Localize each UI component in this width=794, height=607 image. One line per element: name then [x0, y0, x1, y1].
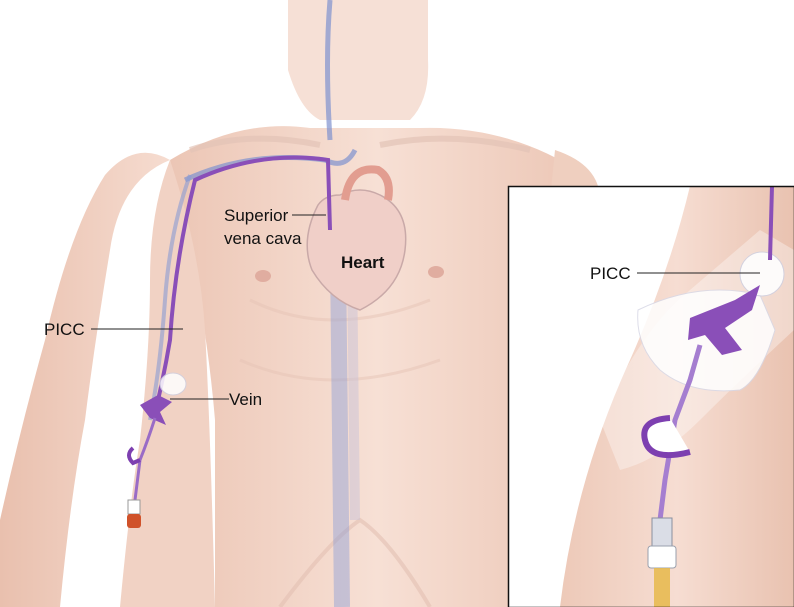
label-picc-main: PICC	[44, 320, 85, 339]
inset-insertion-dressing	[740, 252, 784, 296]
nipple-left	[428, 266, 444, 278]
inset-panel: PICC	[508, 186, 794, 607]
label-picc-inset: PICC	[590, 264, 631, 283]
cap-main	[127, 514, 141, 528]
insertion-dressing	[160, 373, 186, 395]
inferior-vena-cava	[338, 260, 342, 607]
label-superior-vena-cava-line2: vena cava	[224, 229, 302, 248]
nipple-right	[255, 270, 271, 282]
jugular-vein	[328, 0, 331, 140]
inset-connector-cap	[648, 546, 676, 568]
label-vein: Vein	[229, 390, 262, 409]
inset-connector	[652, 518, 672, 546]
label-superior-vena-cava-line1: Superior	[224, 206, 289, 225]
inset-catheter-line	[770, 186, 772, 260]
inset-gold-tube	[654, 568, 670, 607]
neck	[288, 0, 428, 120]
connector-main	[128, 500, 140, 514]
label-heart: Heart	[341, 253, 385, 272]
